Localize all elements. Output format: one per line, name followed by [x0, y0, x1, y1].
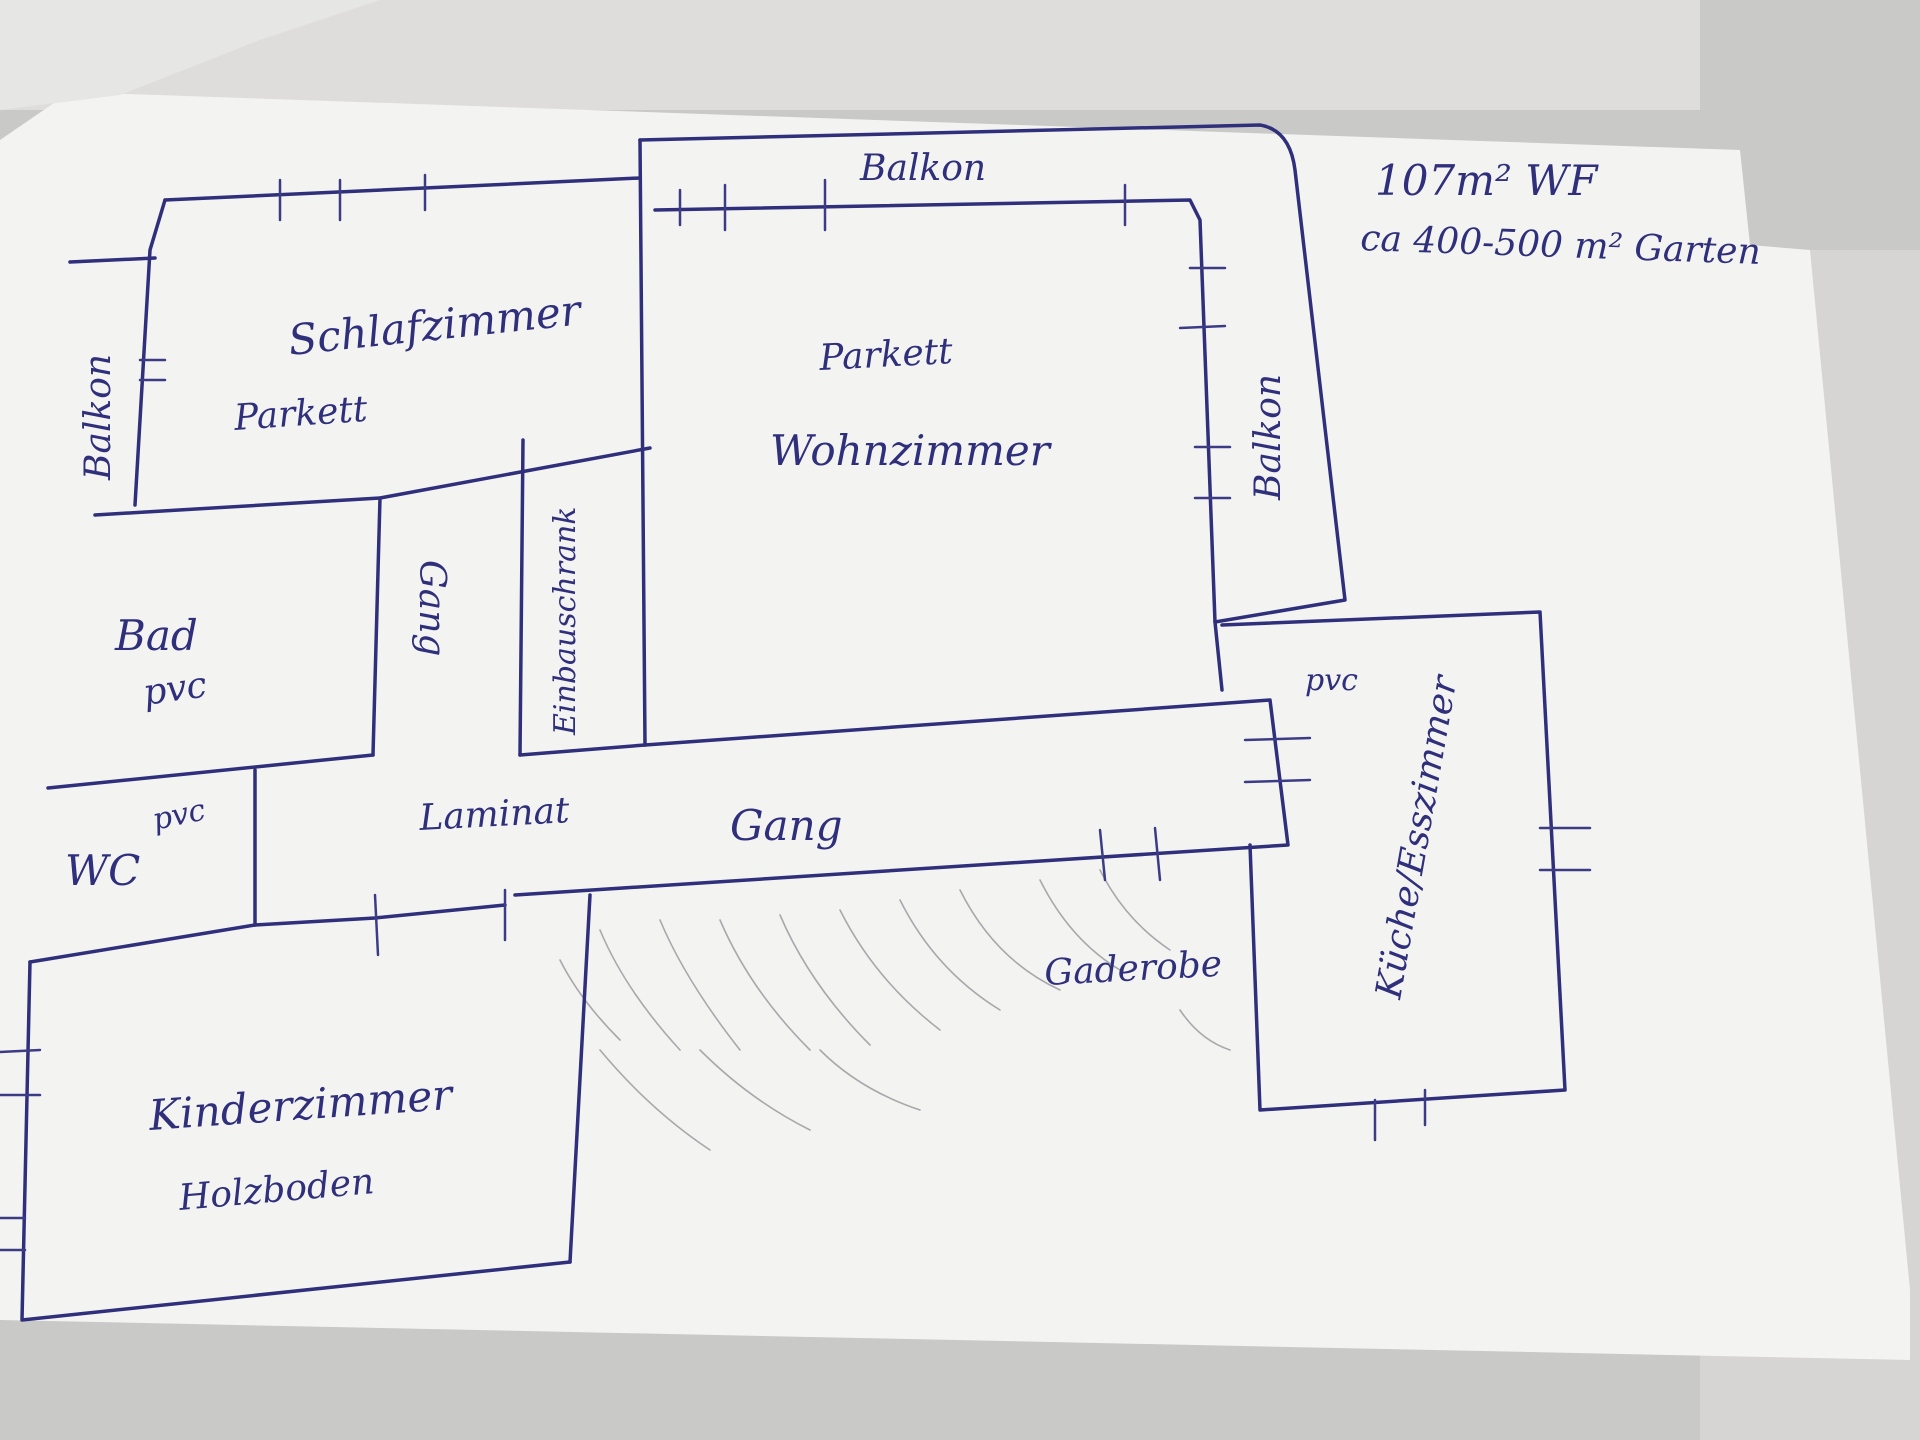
schlafzimmer-floor-label: Parkett	[232, 389, 369, 439]
balkon-left-label: Balkon	[78, 354, 119, 481]
einbauschrank-label: Einbauschrank	[548, 507, 583, 736]
wohnzimmer-label: Wohnzimmer	[770, 426, 1053, 475]
wohnzimmer-floor-label: Parkett	[817, 331, 954, 379]
wc-label: WC	[65, 846, 140, 895]
window-marks	[0, 173, 1592, 1252]
bad-floor-label: pvc	[141, 664, 210, 713]
laminat-label: Laminat	[417, 790, 571, 839]
gang-vertical-label: Gang	[411, 560, 452, 656]
kueche-floor-label: pvc	[1305, 663, 1358, 698]
balkon-top-label: Balkon	[859, 148, 986, 189]
gang-horizontal-label: Gang	[730, 801, 843, 850]
area-label: 107m² WF	[1375, 156, 1599, 205]
paper-sheet-top-edge	[0, 0, 380, 110]
gaderobe-label: Gaderobe	[1043, 944, 1223, 994]
gaderobe-hatching	[559, 869, 1231, 1151]
walls	[20, 123, 1567, 1322]
balkon-right-label: Balkon	[1248, 374, 1289, 501]
paper-sheet-main	[0, 92, 1910, 1360]
bad-label: Bad	[114, 611, 198, 660]
